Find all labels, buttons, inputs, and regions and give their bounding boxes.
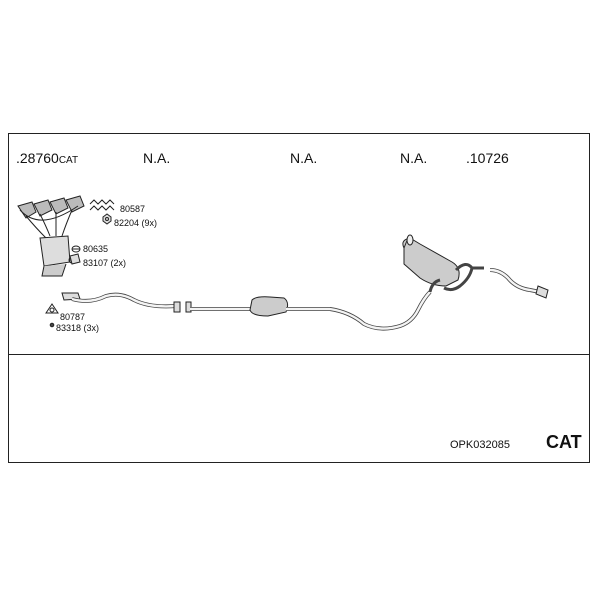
part-label-83318: 83318 (3x) bbox=[56, 323, 100, 333]
tail-pipe-icon bbox=[489, 268, 549, 299]
part-label-83107: 83107 (2x) bbox=[83, 258, 127, 268]
gasket-small-icon bbox=[71, 245, 81, 253]
frame-divider bbox=[8, 354, 590, 355]
exhaust-manifold-icon bbox=[17, 195, 85, 239]
part-label-80635: 80635 bbox=[83, 244, 109, 254]
bolt-icon bbox=[49, 322, 55, 328]
nut-icon bbox=[102, 213, 112, 225]
column-header-5: .10726 bbox=[466, 150, 509, 166]
middle-pipe-icon bbox=[185, 290, 432, 331]
category-label: CAT bbox=[546, 432, 582, 452]
part-label-82204: 82204 (9x) bbox=[114, 218, 158, 228]
column-header-1: .28760CAT bbox=[16, 150, 79, 166]
ring-gasket-icon bbox=[45, 303, 59, 314]
kit-code: OPK032085 bbox=[450, 439, 510, 451]
front-pipe-icon bbox=[61, 292, 181, 313]
catalytic-converter-icon bbox=[39, 235, 76, 277]
part-label-80587: 80587 bbox=[120, 204, 146, 214]
column-header-2: N.A. bbox=[143, 150, 171, 166]
clamp-icon bbox=[69, 253, 81, 265]
column-header-3: N.A. bbox=[290, 150, 318, 166]
diagram-frame bbox=[8, 133, 590, 463]
part-label-80787: 80787 bbox=[60, 312, 86, 322]
rear-silencer-icon bbox=[402, 234, 484, 293]
gasket-icon bbox=[89, 199, 115, 211]
column-header-4: N.A. bbox=[400, 150, 428, 166]
